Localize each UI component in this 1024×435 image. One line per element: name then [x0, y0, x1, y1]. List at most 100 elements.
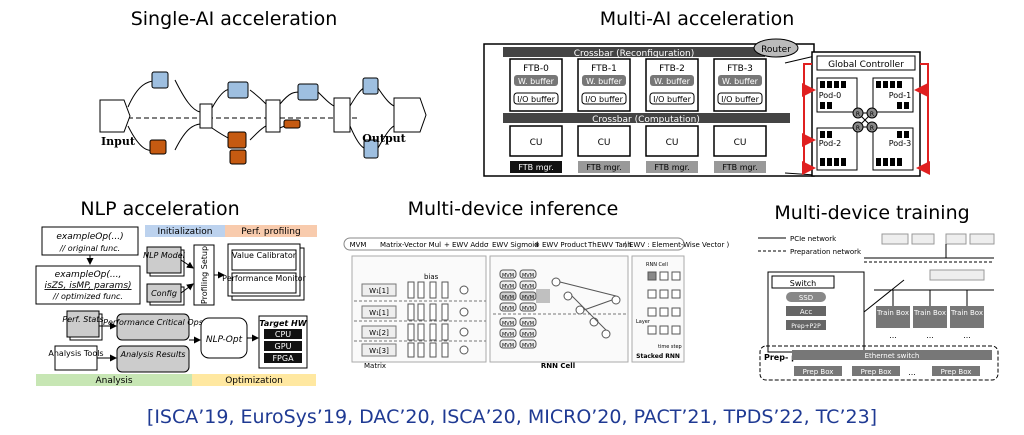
params-label: isZS, isMP, params) [44, 281, 131, 291]
legend-ewv-sigmoid: EWV Sigmoid [492, 241, 539, 249]
ftb-mgr-label: FTB mgr. [722, 163, 757, 172]
cu-label: CU [598, 138, 611, 148]
optimization-bar [192, 374, 316, 386]
mvm-block: MVM [519, 302, 537, 312]
acc-label: Acc [800, 308, 813, 316]
stacked-rnn-label: Stacked RNN [636, 353, 680, 360]
value-calibrator-label: Value Calibrator [232, 251, 297, 260]
ftb-label: FTB-3 [727, 64, 753, 74]
ssd-label: SSD [799, 294, 813, 302]
target-hw-label: Target HW [259, 319, 307, 328]
legend-ewv-add: EWV Add [452, 241, 484, 249]
mvm-block: MVM [519, 269, 537, 279]
w-buffer-label: W. buffer [586, 77, 623, 86]
single-ai-output-label: Output [362, 132, 406, 145]
legend-ewv-tanh: EWV Tanh [597, 241, 632, 249]
original-func-label: // original func. [59, 244, 120, 253]
nlp-opt-label: NLP-Opt [206, 335, 243, 345]
svg-text:Train Box: Train Box [876, 309, 909, 317]
rnn-cell-label: RNN Cell [541, 362, 575, 370]
red-control-arrow-right [916, 63, 930, 175]
title-nlp: NLP acceleration [80, 198, 239, 220]
ellipsis: ... [908, 368, 916, 377]
legend-note: ( EWV : Element-Wise Vector ) [624, 241, 730, 249]
mvm-block: MVM [499, 317, 517, 327]
time-step-label: time step [658, 344, 682, 350]
weight-label: W₁[1] [369, 309, 389, 317]
router [753, 38, 799, 58]
example-op2-label: exampleOp(..., [55, 270, 122, 280]
hw-cpu-label: CPU [275, 330, 291, 339]
svg-text:Prep Box: Prep Box [803, 368, 834, 376]
layer-label: Layer [636, 319, 651, 325]
performance-monitor-label: Performance Monitor [222, 274, 306, 283]
io-buffer-label: I/O buffer [721, 95, 759, 104]
config-label: Config [151, 289, 177, 298]
ftb-mgr-label: FTB mgr. [518, 163, 553, 172]
mvm-block: MVM [519, 328, 537, 338]
pod-0: Pod-0 [816, 77, 858, 113]
red-control-arrow-left [802, 63, 816, 175]
svg-text:MVM: MVM [522, 343, 534, 349]
mvm-block: MVM [499, 269, 517, 279]
title-single-ai: Single-AI acceleration [131, 8, 338, 30]
single-ai-input-label: Input [101, 135, 136, 148]
svg-text:Prep Box: Prep Box [861, 368, 892, 376]
title-multi-inference: Multi-device inference [408, 198, 619, 220]
initialization-label: Initialization [158, 227, 213, 237]
pod-3: Pod-3 [872, 127, 914, 171]
analysis-label: Analysis [95, 376, 132, 386]
io-buffer-label: I/O buffer [585, 95, 623, 104]
w-buffer-label: W. buffer [518, 77, 555, 86]
rnn-cell-small-label: RNN Cell [646, 262, 668, 268]
perf-stats-label: Perf. Stats [62, 315, 103, 324]
prep-box: Prep Box [932, 366, 980, 376]
critical-ops-label: Performance Critical Ops [103, 318, 203, 327]
ellipsis: ... [926, 331, 934, 340]
ftb-column-2: FTB-2 W. buffer I/O buffer CU FTB mgr. [645, 58, 699, 173]
prep-box: Prep Box [852, 366, 900, 376]
analysis-bar [36, 374, 192, 386]
svg-text:Train Box: Train Box [913, 309, 946, 317]
pod-label: Pod-3 [889, 139, 912, 148]
cu-label: CU [530, 138, 543, 148]
prep-p2p-label: Prep+P2P [791, 323, 821, 330]
legend-badge-mvm: MVM [350, 241, 367, 249]
svg-text:R: R [870, 125, 874, 132]
ethernet-switch-label: Ethernet switch [865, 352, 920, 360]
router-label: Router [761, 45, 791, 55]
io-buffer-label: I/O buffer [653, 95, 691, 104]
svg-text:MVM: MVM [522, 295, 534, 301]
global-controller-label: Global Controller [828, 60, 904, 70]
profiling-label: Perf. profiling [241, 227, 300, 237]
legend-mvm-label: Matrix-Vector Mul [380, 241, 441, 249]
ftb-column-3: FTB-3 W. buffer I/O buffer CU FTB mgr. [713, 58, 767, 173]
mvm-block: MVM [499, 302, 517, 312]
svg-text:R: R [856, 111, 860, 118]
router-node: R [852, 121, 864, 133]
svg-text:MVM: MVM [522, 284, 534, 290]
weight-label: W₁[3] [369, 347, 389, 355]
router-node: R [866, 121, 878, 133]
weight-label: W₁[2] [369, 329, 389, 337]
ellipsis: ... [963, 331, 971, 340]
svg-text:Prep Box: Prep Box [941, 368, 972, 376]
mvm-block: MVM [519, 291, 537, 301]
title-multi-training: Multi-device training [774, 202, 969, 224]
initialization-bar [145, 225, 225, 237]
router-node: R [852, 107, 864, 119]
mvm-block: MVM [519, 339, 537, 349]
svg-text:MVM: MVM [522, 306, 534, 312]
train-box: Train Box [913, 290, 947, 328]
cu-label: CU [666, 138, 679, 148]
training-diagram: PCIe network Preparation network Switch … [758, 233, 999, 381]
pod-label: Pod-1 [889, 91, 912, 100]
router-node: R [866, 107, 878, 119]
ftb-label: FTB-0 [523, 64, 549, 74]
crossbar-comp-label: Crossbar (Computation) [592, 115, 700, 125]
svg-text:MVM: MVM [502, 306, 514, 312]
pod-1: Pod-1 [872, 77, 914, 113]
svg-text:MVM: MVM [502, 295, 514, 301]
ftb-column-0: FTB-0 W. buffer I/O buffer CU FTB mgr. [509, 58, 563, 173]
